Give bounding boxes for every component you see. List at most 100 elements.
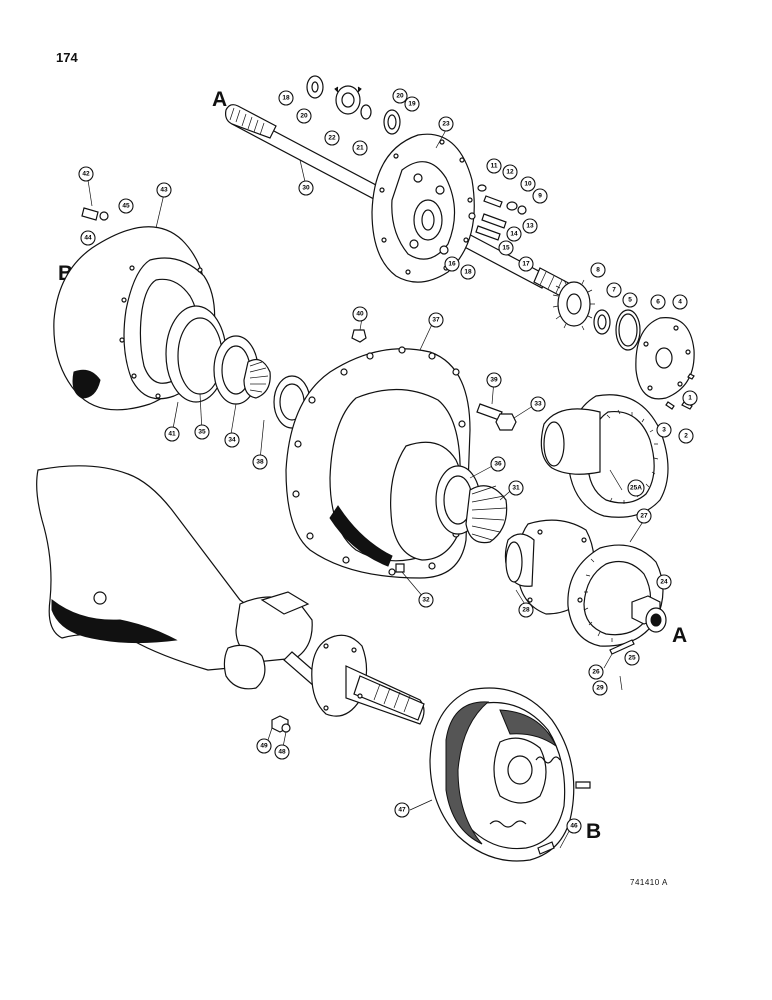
svg-text:25: 25	[628, 655, 636, 662]
callout-40: 40	[352, 306, 368, 322]
section-marker-a-right: A	[672, 624, 688, 647]
callout-24: 24	[656, 574, 672, 590]
callout-13: 13	[522, 218, 538, 234]
callout-8: 8	[590, 262, 606, 278]
svg-text:19: 19	[408, 101, 416, 108]
callout-36: 36	[490, 456, 506, 472]
callout-44: 44	[80, 230, 96, 246]
svg-text:45: 45	[122, 203, 130, 210]
section-marker-a-top: A	[212, 88, 228, 111]
callout-18a: 18	[460, 264, 476, 280]
svg-text:1: 1	[688, 395, 692, 402]
callout-26: 26	[588, 664, 604, 680]
callout-43: 43	[156, 182, 172, 198]
callout-42: 42	[78, 166, 94, 182]
callout-15: 15	[498, 240, 514, 256]
drum-bolt	[81, 207, 109, 221]
svg-text:10: 10	[524, 181, 532, 188]
callout-18b: 18	[278, 90, 294, 106]
svg-text:27: 27	[640, 513, 648, 520]
callout-49: 49	[256, 738, 272, 754]
planet-pin-hardware	[468, 184, 527, 241]
callout-31: 31	[508, 480, 524, 496]
svg-text:18: 18	[464, 269, 472, 276]
svg-text:15: 15	[502, 245, 510, 252]
svg-text:23: 23	[442, 121, 450, 128]
svg-text:25A: 25A	[630, 485, 642, 492]
callout-20b: 20	[392, 88, 408, 104]
svg-text:48: 48	[278, 749, 286, 756]
callout-11: 11	[486, 158, 502, 174]
callout-7: 7	[606, 282, 622, 298]
hub-housing	[285, 329, 471, 579]
svg-text:35: 35	[198, 429, 206, 436]
svg-text:26: 26	[592, 669, 600, 676]
callout-38: 38	[252, 454, 268, 470]
brake-backing-plate	[429, 687, 591, 862]
callout-47: 47	[394, 802, 410, 818]
svg-text:11: 11	[491, 163, 498, 170]
svg-text:21: 21	[356, 145, 364, 152]
callout-19: 19	[404, 96, 420, 112]
callout-10: 10	[520, 176, 536, 192]
callout-20a: 20	[296, 108, 312, 124]
callout-3: 3	[656, 422, 672, 438]
callouts: 1 2 3 4 5 6 7 8 9 10 11 12 13 14 15 16 1…	[78, 88, 698, 834]
page-number: 174	[56, 50, 78, 65]
callout-12: 12	[502, 164, 518, 180]
callout-29: 29	[592, 680, 608, 696]
svg-text:8: 8	[596, 267, 600, 274]
svg-text:49: 49	[260, 743, 268, 750]
svg-text:12: 12	[506, 169, 514, 176]
callout-33: 33	[530, 396, 546, 412]
sun-gear-stack	[306, 75, 401, 135]
axle-housing	[36, 465, 339, 701]
callout-45: 45	[118, 198, 134, 214]
svg-text:24: 24	[660, 579, 668, 586]
callout-9: 9	[532, 188, 548, 204]
callout-25a: 25A	[627, 479, 645, 497]
callout-16: 16	[444, 256, 460, 272]
ring-gear-hub	[540, 394, 669, 518]
svg-text:43: 43	[160, 187, 168, 194]
callout-35: 35	[194, 424, 210, 440]
callout-39: 39	[486, 372, 502, 388]
planet-gear-and-cover	[552, 279, 695, 410]
svg-text:9: 9	[538, 193, 542, 200]
svg-text:31: 31	[512, 485, 520, 492]
callout-22: 22	[324, 130, 340, 146]
svg-text:4: 4	[678, 299, 682, 306]
svg-text:3: 3	[662, 427, 666, 434]
section-marker-b-bottom: B	[586, 820, 602, 843]
callout-34: 34	[224, 432, 240, 448]
callout-4: 4	[672, 294, 688, 310]
svg-text:17: 17	[522, 261, 530, 268]
svg-text:20: 20	[396, 93, 404, 100]
callout-48: 48	[274, 744, 290, 760]
svg-text:2: 2	[684, 433, 688, 440]
svg-text:20: 20	[300, 113, 308, 120]
svg-text:36: 36	[494, 461, 502, 468]
svg-text:33: 33	[534, 401, 542, 408]
svg-text:7: 7	[612, 287, 616, 294]
figure-id: 741410 A	[630, 878, 668, 887]
callout-32: 32	[418, 592, 434, 608]
spindle	[311, 634, 425, 725]
callout-25: 25	[624, 650, 640, 666]
svg-text:5: 5	[628, 297, 632, 304]
callout-27: 27	[636, 508, 652, 524]
planet-carrier	[371, 133, 475, 283]
svg-text:16: 16	[448, 261, 456, 268]
callout-41: 41	[164, 426, 180, 442]
callout-46: 46	[566, 818, 582, 834]
svg-text:22: 22	[328, 135, 336, 142]
bearing-right	[435, 465, 508, 544]
callout-17: 17	[518, 256, 534, 272]
svg-text:34: 34	[228, 437, 236, 444]
svg-text:38: 38	[256, 459, 264, 466]
svg-text:46: 46	[570, 823, 578, 830]
svg-text:29: 29	[596, 685, 604, 692]
svg-text:14: 14	[510, 231, 518, 238]
callout-28: 28	[518, 602, 534, 618]
svg-text:30: 30	[302, 185, 310, 192]
